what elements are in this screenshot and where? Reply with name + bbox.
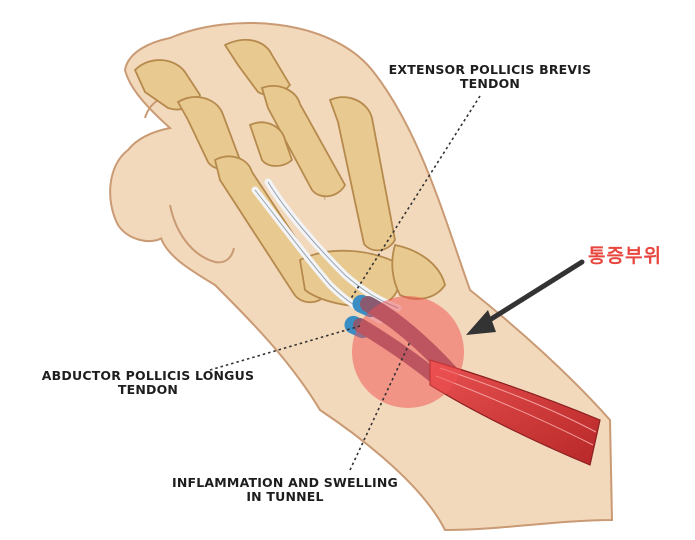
label-line: IN TUNNEL xyxy=(246,489,324,504)
extensor-pollicis-brevis-label: EXTENSOR POLLICIS BREVIS TENDON xyxy=(360,63,620,91)
pain-site-label: 통증부위 xyxy=(588,245,662,267)
inflammation-label: INFLAMMATION AND SWELLING IN TUNNEL xyxy=(150,476,420,504)
label-line: ABDUCTOR POLLICIS LONGUS xyxy=(41,368,255,383)
leader-lines xyxy=(209,95,481,471)
label-line: TENDON xyxy=(117,382,179,397)
bones xyxy=(133,38,446,308)
inflammation-zone xyxy=(352,296,464,408)
finger xyxy=(109,149,163,243)
abductor-pollicis-longus-label: ABDUCTOR POLLICIS LONGUS TENDON xyxy=(18,369,278,397)
label-line: INFLAMMATION AND SWELLING xyxy=(172,475,398,490)
label-line: TENDON xyxy=(459,76,521,91)
label-line: EXTENSOR POLLICIS BREVIS xyxy=(388,62,592,77)
finger xyxy=(169,204,235,264)
pain-arrow xyxy=(466,259,585,335)
